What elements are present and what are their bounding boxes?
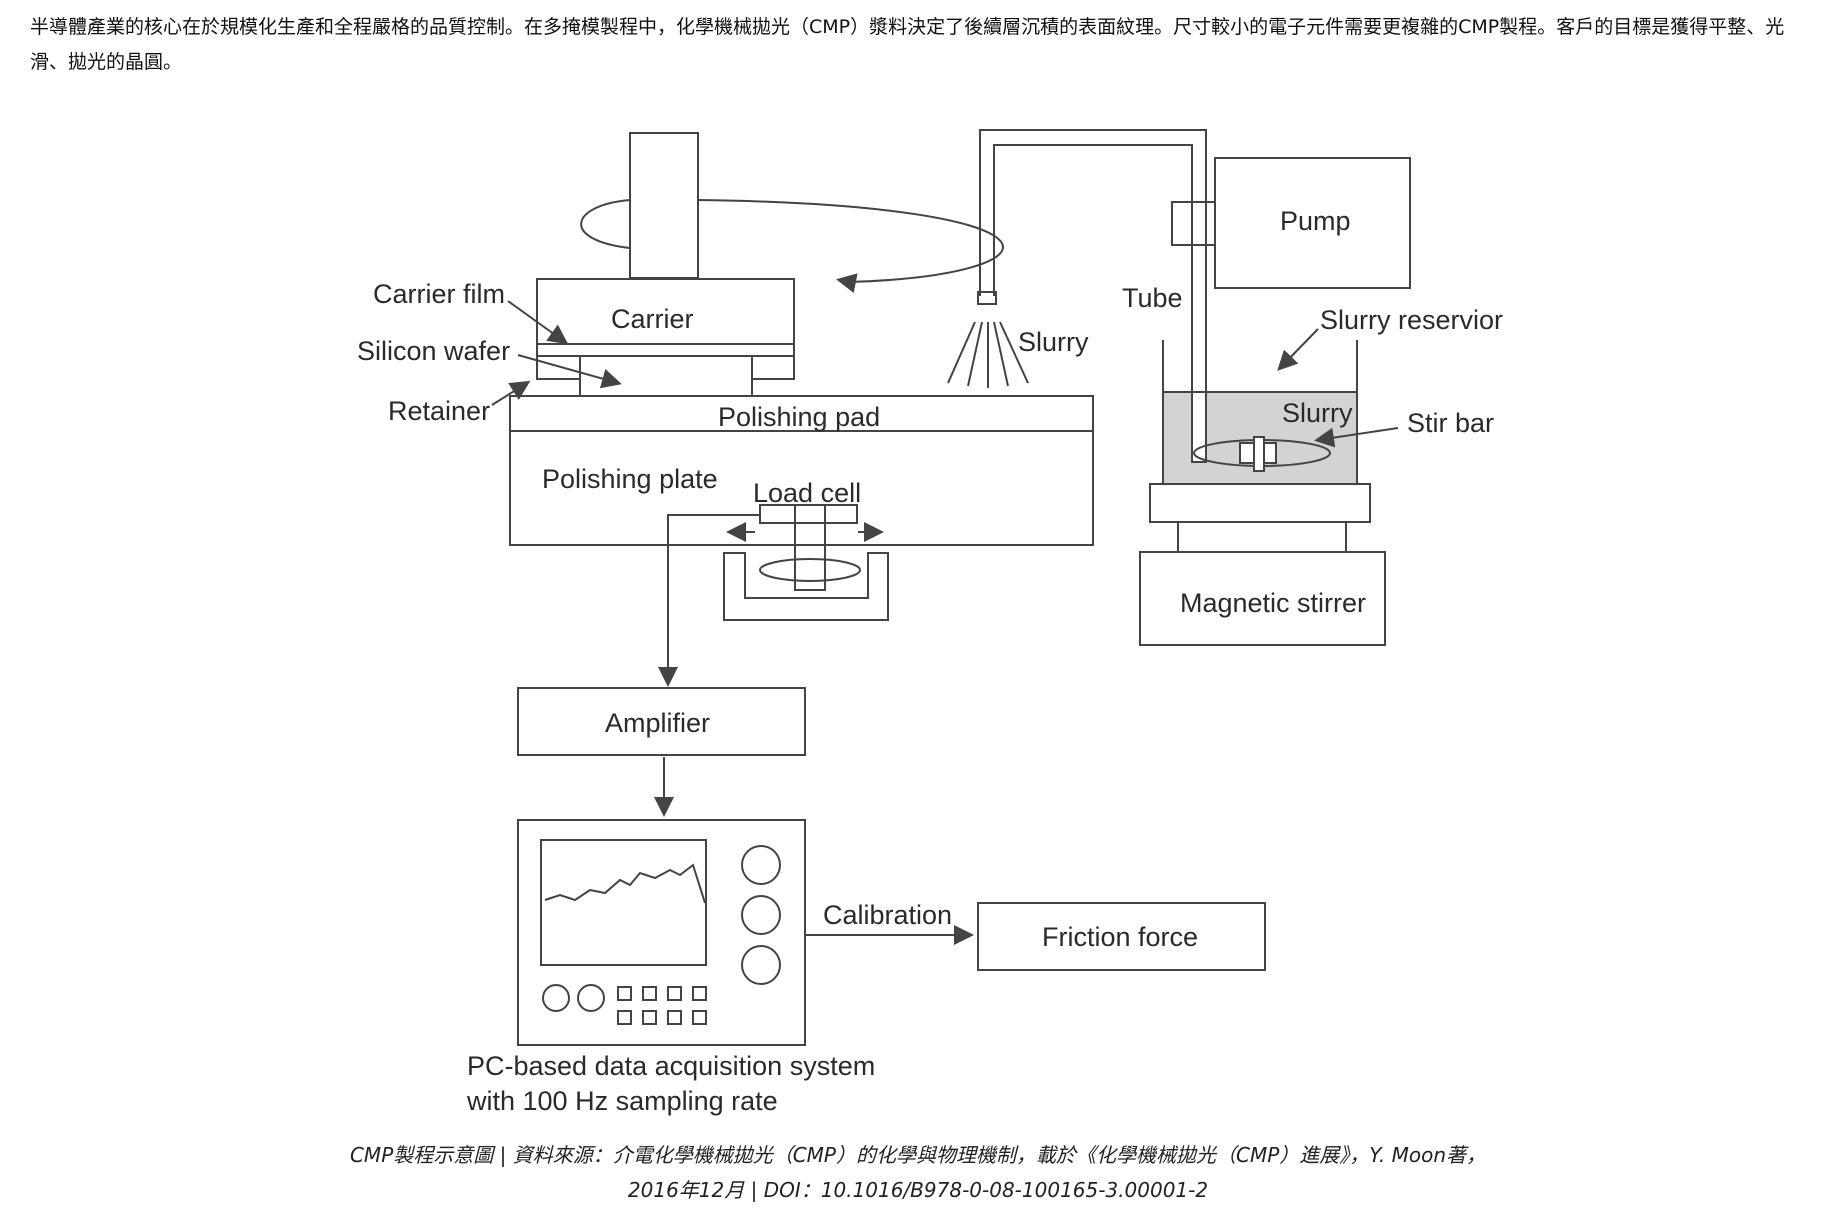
label-polishing-pad: Polishing pad xyxy=(718,402,880,432)
retainer-left xyxy=(536,355,581,380)
silicon-wafer xyxy=(579,355,753,397)
label-amplifier: Amplifier xyxy=(605,708,710,738)
label-load-cell: Load cell xyxy=(753,478,861,508)
magnetic-stirrer xyxy=(1139,551,1386,646)
label-daq-line2: with 100 Hz sampling rate xyxy=(466,1086,778,1116)
daq-knob-2 xyxy=(741,895,781,935)
label-polishing-plate: Polishing plate xyxy=(542,464,718,494)
intro-paragraph: 半導體產業的核心在於規模化生產和全程嚴格的品質控制。在多掩模製程中，化學機械拋光… xyxy=(30,16,1785,73)
label-silicon-wafer: Silicon wafer xyxy=(357,336,510,366)
label-carrier: Carrier xyxy=(611,304,694,334)
load-cell-shaft xyxy=(794,504,826,591)
load-cell-cup xyxy=(723,552,889,621)
label-friction-force: Friction force xyxy=(1042,922,1198,952)
load-cell-rotor xyxy=(759,558,861,582)
signal-line-amp xyxy=(658,514,760,687)
label-stir-bar: Stir bar xyxy=(1407,408,1494,438)
stirrer-neck xyxy=(1177,521,1347,553)
label-calibration: Calibration xyxy=(823,900,952,930)
friction-force-box xyxy=(977,902,1266,971)
label-slurry-spray: Slurry xyxy=(1018,327,1089,357)
label-pump: Pump xyxy=(1280,206,1351,236)
stirrer-top xyxy=(1149,483,1371,523)
daq-screen xyxy=(540,839,707,966)
rotation-arrow xyxy=(580,199,1004,283)
polishing-plate xyxy=(509,430,1094,546)
amplifier-box xyxy=(517,687,806,756)
label-slurry-reservoir: Slurry reservior xyxy=(1320,305,1503,335)
daq-knob-3 xyxy=(741,945,781,985)
caption-line-2: 2016年12月 | DOI：10.1016/B978-0-08-100165-… xyxy=(627,1178,1209,1202)
label-slurry-tank: Slurry xyxy=(1282,398,1353,428)
label-magnetic-stirrer: Magnetic stirrer xyxy=(1180,588,1366,618)
label-tube: Tube xyxy=(1122,283,1183,313)
daq-trace xyxy=(544,863,706,904)
caption-line-1: CMP製程示意圖 | 資料來源：介電化學機械拋光（CMP）的化學與物理機制，載於… xyxy=(349,1143,1487,1167)
daq-knob-1 xyxy=(741,845,781,885)
label-carrier-film: Carrier film xyxy=(373,279,505,309)
carrier-film xyxy=(536,343,795,357)
figure-caption: CMP製程示意圖 | 資料來源：介電化學機械拋光（CMP）的化學與物理機制，載於… xyxy=(0,1138,1836,1208)
carrier-spindle xyxy=(629,132,699,279)
label-retainer: Retainer xyxy=(388,396,490,426)
retainer-right xyxy=(751,355,795,380)
label-daq-line1: PC-based data acquisition system xyxy=(467,1051,875,1081)
slurry-tube xyxy=(979,129,1207,470)
cmp-process-diagram: Carrier film Carrier Silicon wafer Retai… xyxy=(330,120,1570,1120)
pump-coupling xyxy=(1171,201,1216,246)
daq-box xyxy=(517,819,806,1046)
